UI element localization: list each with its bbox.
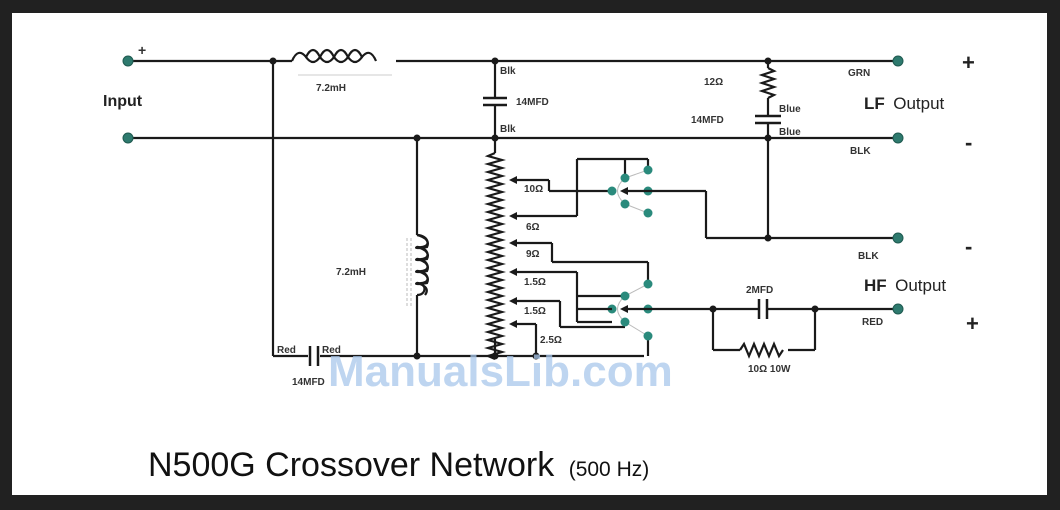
- input-plus-terminal[interactable]: [122, 55, 134, 67]
- hf-minus-sign: -: [965, 234, 972, 259]
- diagram-title: N500G Crossover Network (500 Hz): [148, 446, 649, 484]
- tap-label-2-5ohm: 2.5Ω: [540, 335, 562, 346]
- hf-cap-lead-right: Red: [322, 345, 341, 356]
- hf-minus-wire-color: BLK: [858, 251, 879, 262]
- title-main: N500G Crossover Network: [148, 446, 555, 484]
- series-inductor-icon: [290, 48, 392, 76]
- tap-label-1-5ohm-a: 1.5Ω: [524, 277, 546, 288]
- shunt-cap-bottom-lead: Blk: [500, 124, 516, 135]
- lf-minus-terminal[interactable]: [892, 132, 904, 144]
- hf-minus-terminal[interactable]: [892, 232, 904, 244]
- lf-output-bold: LF: [864, 94, 885, 113]
- hf-parallel-cap-label: 2MFD: [746, 285, 773, 296]
- hf-parallel-resistor-label: 10Ω 10W: [748, 364, 791, 375]
- hf-plus-terminal[interactable]: [892, 303, 904, 315]
- zobel-cap-icon: [755, 114, 781, 238]
- hf-parallel-cap-icon: [757, 299, 769, 319]
- lf-plus-terminal[interactable]: [892, 55, 904, 67]
- lf-plus-wire-color: GRN: [848, 68, 870, 79]
- shunt-inductor-icon: [406, 233, 429, 308]
- shunt-cap-icon: [483, 61, 507, 138]
- tap-arrows: [509, 157, 650, 356]
- tap-label-9ohm: 9Ω: [526, 249, 540, 260]
- input-minus-terminal[interactable]: [122, 132, 134, 144]
- hf-output-text: Output: [895, 276, 946, 295]
- hf-output-bold: HF: [864, 276, 887, 295]
- hf-plus-wire-color: RED: [862, 317, 883, 328]
- shunt-cap-top-lead: Blk: [500, 66, 516, 77]
- zobel-cap-label: 14MFD: [691, 115, 724, 126]
- series-inductor-label: 7.2mH: [316, 83, 346, 94]
- zobel-lead-top: Blue: [779, 104, 801, 115]
- lf-plus-sign: +: [962, 50, 975, 75]
- lf-output-label: LF Output: [864, 94, 945, 113]
- schematic-sheet: 7.2mH + Input Red Red 14MFD 7.2mH Blk: [12, 13, 1047, 495]
- tap-label-6ohm: 6Ω: [526, 222, 540, 233]
- autotransformer-icon: [483, 138, 507, 361]
- zobel-resistor-label: 12Ω: [704, 77, 723, 88]
- hf-plus-sign: +: [966, 311, 979, 336]
- watermark: ManualsLib.com: [328, 347, 673, 396]
- hf-cap-lead-left: Red: [277, 345, 296, 356]
- tap-label-10ohm: 10Ω: [524, 184, 543, 195]
- lf-level-switch[interactable]: [607, 165, 653, 218]
- tap-label-1-5ohm-b: 1.5Ω: [524, 306, 546, 317]
- zobel-resistor-icon: [758, 61, 778, 115]
- input-label: Input: [103, 93, 143, 110]
- hf-series-cap-icon: [273, 346, 644, 366]
- title-sub: (500 Hz): [569, 458, 650, 481]
- hf-level-switch[interactable]: [607, 279, 653, 341]
- lf-output-text: Output: [893, 94, 944, 113]
- input-plus-sign: +: [138, 42, 146, 58]
- lf-minus-wire-color: BLK: [850, 146, 871, 157]
- shunt-cap-label: 14MFD: [516, 97, 549, 108]
- zobel-lead-bottom: Blue: [779, 127, 801, 138]
- hf-output-label: HF Output: [864, 276, 946, 295]
- hf-cap-label: 14MFD: [292, 377, 325, 388]
- crossover-schematic: 7.2mH + Input Red Red 14MFD 7.2mH Blk: [103, 42, 979, 484]
- shunt-inductor-label: 7.2mH: [336, 267, 366, 278]
- lf-minus-sign: -: [965, 130, 972, 155]
- hf-parallel-resistor-icon: [739, 341, 784, 359]
